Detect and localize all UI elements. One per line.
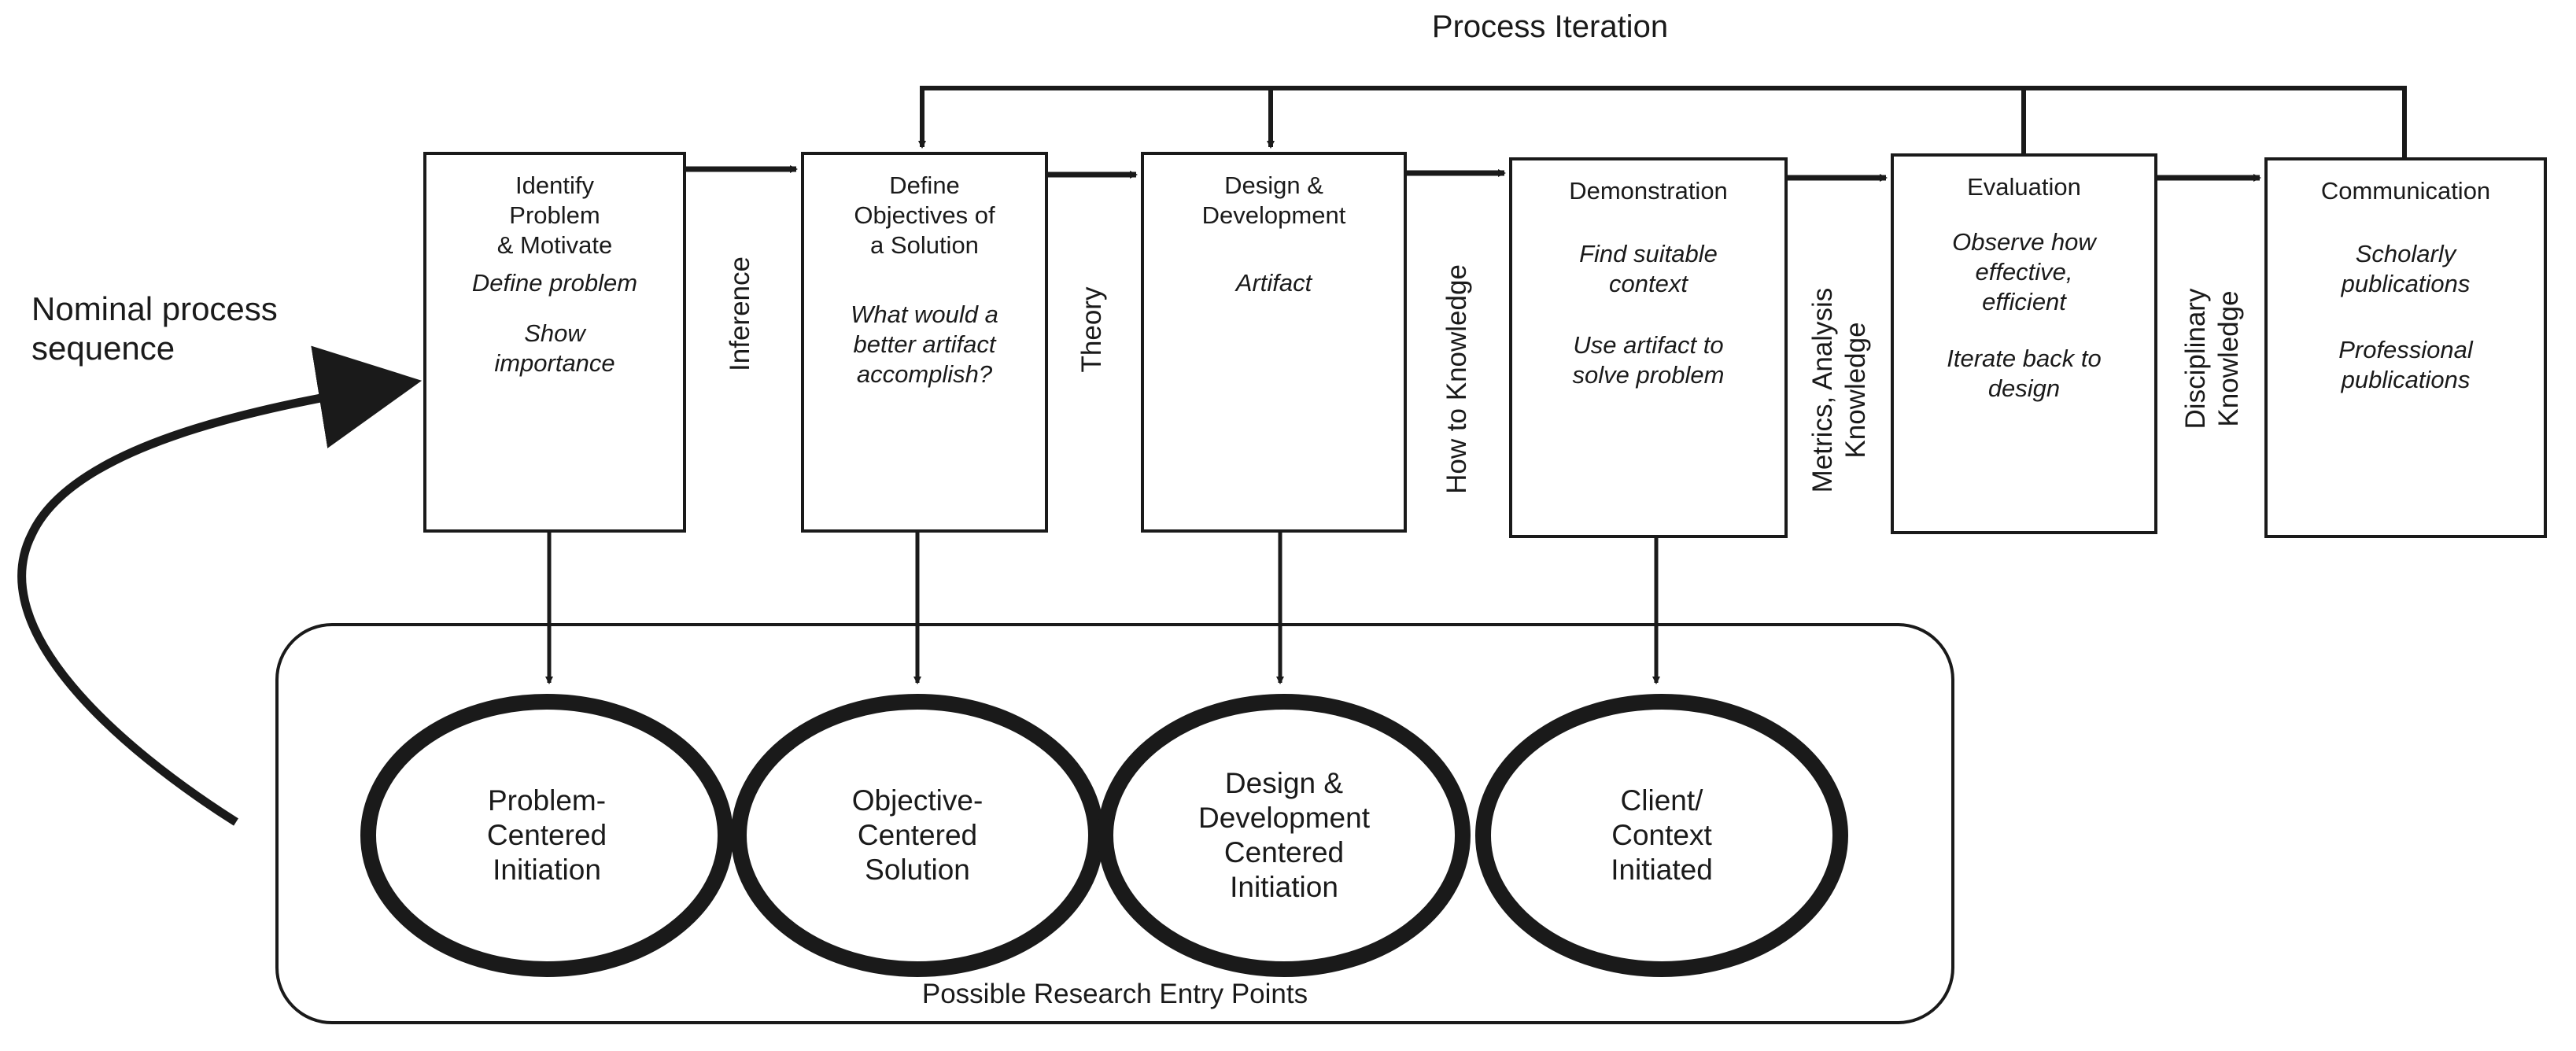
box-define-objectives: Define Objectives of a Solution What wou… (803, 153, 1046, 389)
connector-label-line: Knowledge (1840, 322, 1871, 459)
diagram-title: Process Iteration (1431, 9, 1669, 44)
connector-label-inference: Inference (724, 78, 757, 550)
box-heading: Problem (509, 201, 600, 229)
entry-label-line: Context (1611, 819, 1712, 851)
process-box-5 (1891, 153, 2157, 534)
box-communication: Communication Scholarly publications Pro… (2266, 159, 2545, 395)
entry-point-objective-centered: Objective- Centered Solution (776, 739, 1059, 931)
process-box-4 (1509, 157, 1788, 538)
connector-label-line: Knowledge (2213, 290, 2244, 427)
box-activity: Artifact (1235, 269, 1312, 297)
entry-ellipse-2 (731, 694, 1104, 977)
connector-label-theory: Theory (1076, 94, 1109, 566)
connector-label-line: Inference (725, 256, 755, 371)
connector-label-line: Theory (1076, 286, 1107, 373)
entry-point-problem-centered: Problem- Centered Initiation (405, 739, 688, 931)
box-demonstration: Demonstration Find suitable context Use … (1511, 159, 1786, 390)
entry-point-client-context: Client/ Context Initiated (1520, 739, 1803, 931)
box-activity: publications (2341, 366, 2471, 393)
box-activity: What would a (851, 301, 998, 328)
nominal-label-line: sequence (31, 330, 175, 367)
box-activity: effective, (1975, 258, 2073, 286)
box-identify-problem: Identify Problem & Motivate Define probl… (425, 153, 685, 378)
box-heading: Objectives of (854, 201, 995, 229)
entry-label-line: Solution (865, 854, 970, 886)
entry-label-line: Centered (486, 819, 607, 851)
box-activity: Show (524, 319, 585, 347)
box-activity: context (1609, 270, 1688, 297)
entry-ellipse-1 (360, 694, 733, 977)
box-activity: publications (2341, 270, 2471, 297)
entry-label-line: Objective- (851, 784, 984, 817)
nominal-sequence-arrow (17, 345, 423, 826)
box-heading: Design & (1224, 171, 1323, 199)
box-heading: a Solution (870, 231, 979, 259)
box-activity: Professional (2338, 336, 2473, 363)
box-heading: & Motivate (496, 231, 613, 259)
box-design-development: Design & Development Artifact (1142, 153, 1405, 298)
entry-point-design-development: Design & Development Centered Initiation (1142, 736, 1426, 935)
box-heading: Define (889, 171, 960, 199)
connector-label-line: How to Knowledge (1441, 264, 1472, 494)
process-iteration-loop (918, 86, 2407, 159)
entry-ellipse-4 (1475, 694, 1848, 977)
box-activity: Define problem (471, 269, 638, 297)
nominal-sequence-label: Nominal process sequence (31, 289, 330, 368)
box-activity: efficient (1982, 288, 2066, 315)
entry-points-container (275, 623, 1954, 1024)
entry-label-line: Development (1198, 802, 1370, 834)
box-activity: Observe how (1952, 228, 2096, 256)
entry-ellipse-3 (1098, 694, 1471, 977)
entry-label-line: Initiation (1230, 871, 1338, 903)
process-box-3 (1141, 152, 1407, 533)
box-activity: solve problem (1572, 361, 1725, 389)
process-box-1 (423, 152, 686, 533)
entry-label-line: Initiation (493, 854, 601, 886)
entry-label-line: Initiated (1611, 854, 1713, 886)
connector-label-how-to-knowledge: How to Knowledge (1441, 143, 1474, 615)
entry-points-caption: Possible Research Entry Points (921, 979, 1308, 1009)
box-activity: better artifact (853, 330, 996, 358)
box-heading: Evaluation (1967, 173, 2081, 201)
process-box-6 (2264, 157, 2547, 538)
box-activity: accomplish? (856, 360, 993, 388)
box-activity: design (1987, 374, 2061, 402)
box-heading: Communication (2320, 177, 2491, 205)
box-heading: Demonstration (1569, 177, 1728, 205)
entry-label-line: Centered (1223, 836, 1345, 868)
connector-label-metrics-analysis: Metrics, Analysis Knowledge (1807, 154, 1873, 626)
box-activity: Iterate back to (1947, 345, 2102, 372)
connector-label-disciplinary: Disciplinary Knowledge (2179, 123, 2246, 595)
connector-label-line: Disciplinary (2180, 288, 2211, 430)
process-box-2 (801, 152, 1048, 533)
nominal-label-line: Nominal process (31, 290, 278, 327)
box-evaluation: Evaluation Observe how effective, effici… (1892, 155, 2156, 404)
box-activity: Use artifact to (1573, 331, 1724, 359)
entry-label-line: Design & (1224, 767, 1344, 799)
box-activity: Scholarly (2355, 240, 2456, 267)
entry-label-line: Client/ (1620, 784, 1703, 817)
box-heading: Identify (515, 171, 594, 199)
entry-label-line: Centered (857, 819, 978, 851)
box-activity: Find suitable (1579, 240, 1718, 267)
entry-label-line: Problem- (487, 784, 607, 817)
box-heading: Development (1201, 201, 1346, 229)
box-activity: importance (494, 349, 615, 377)
connector-label-line: Metrics, Analysis (1807, 287, 1838, 493)
